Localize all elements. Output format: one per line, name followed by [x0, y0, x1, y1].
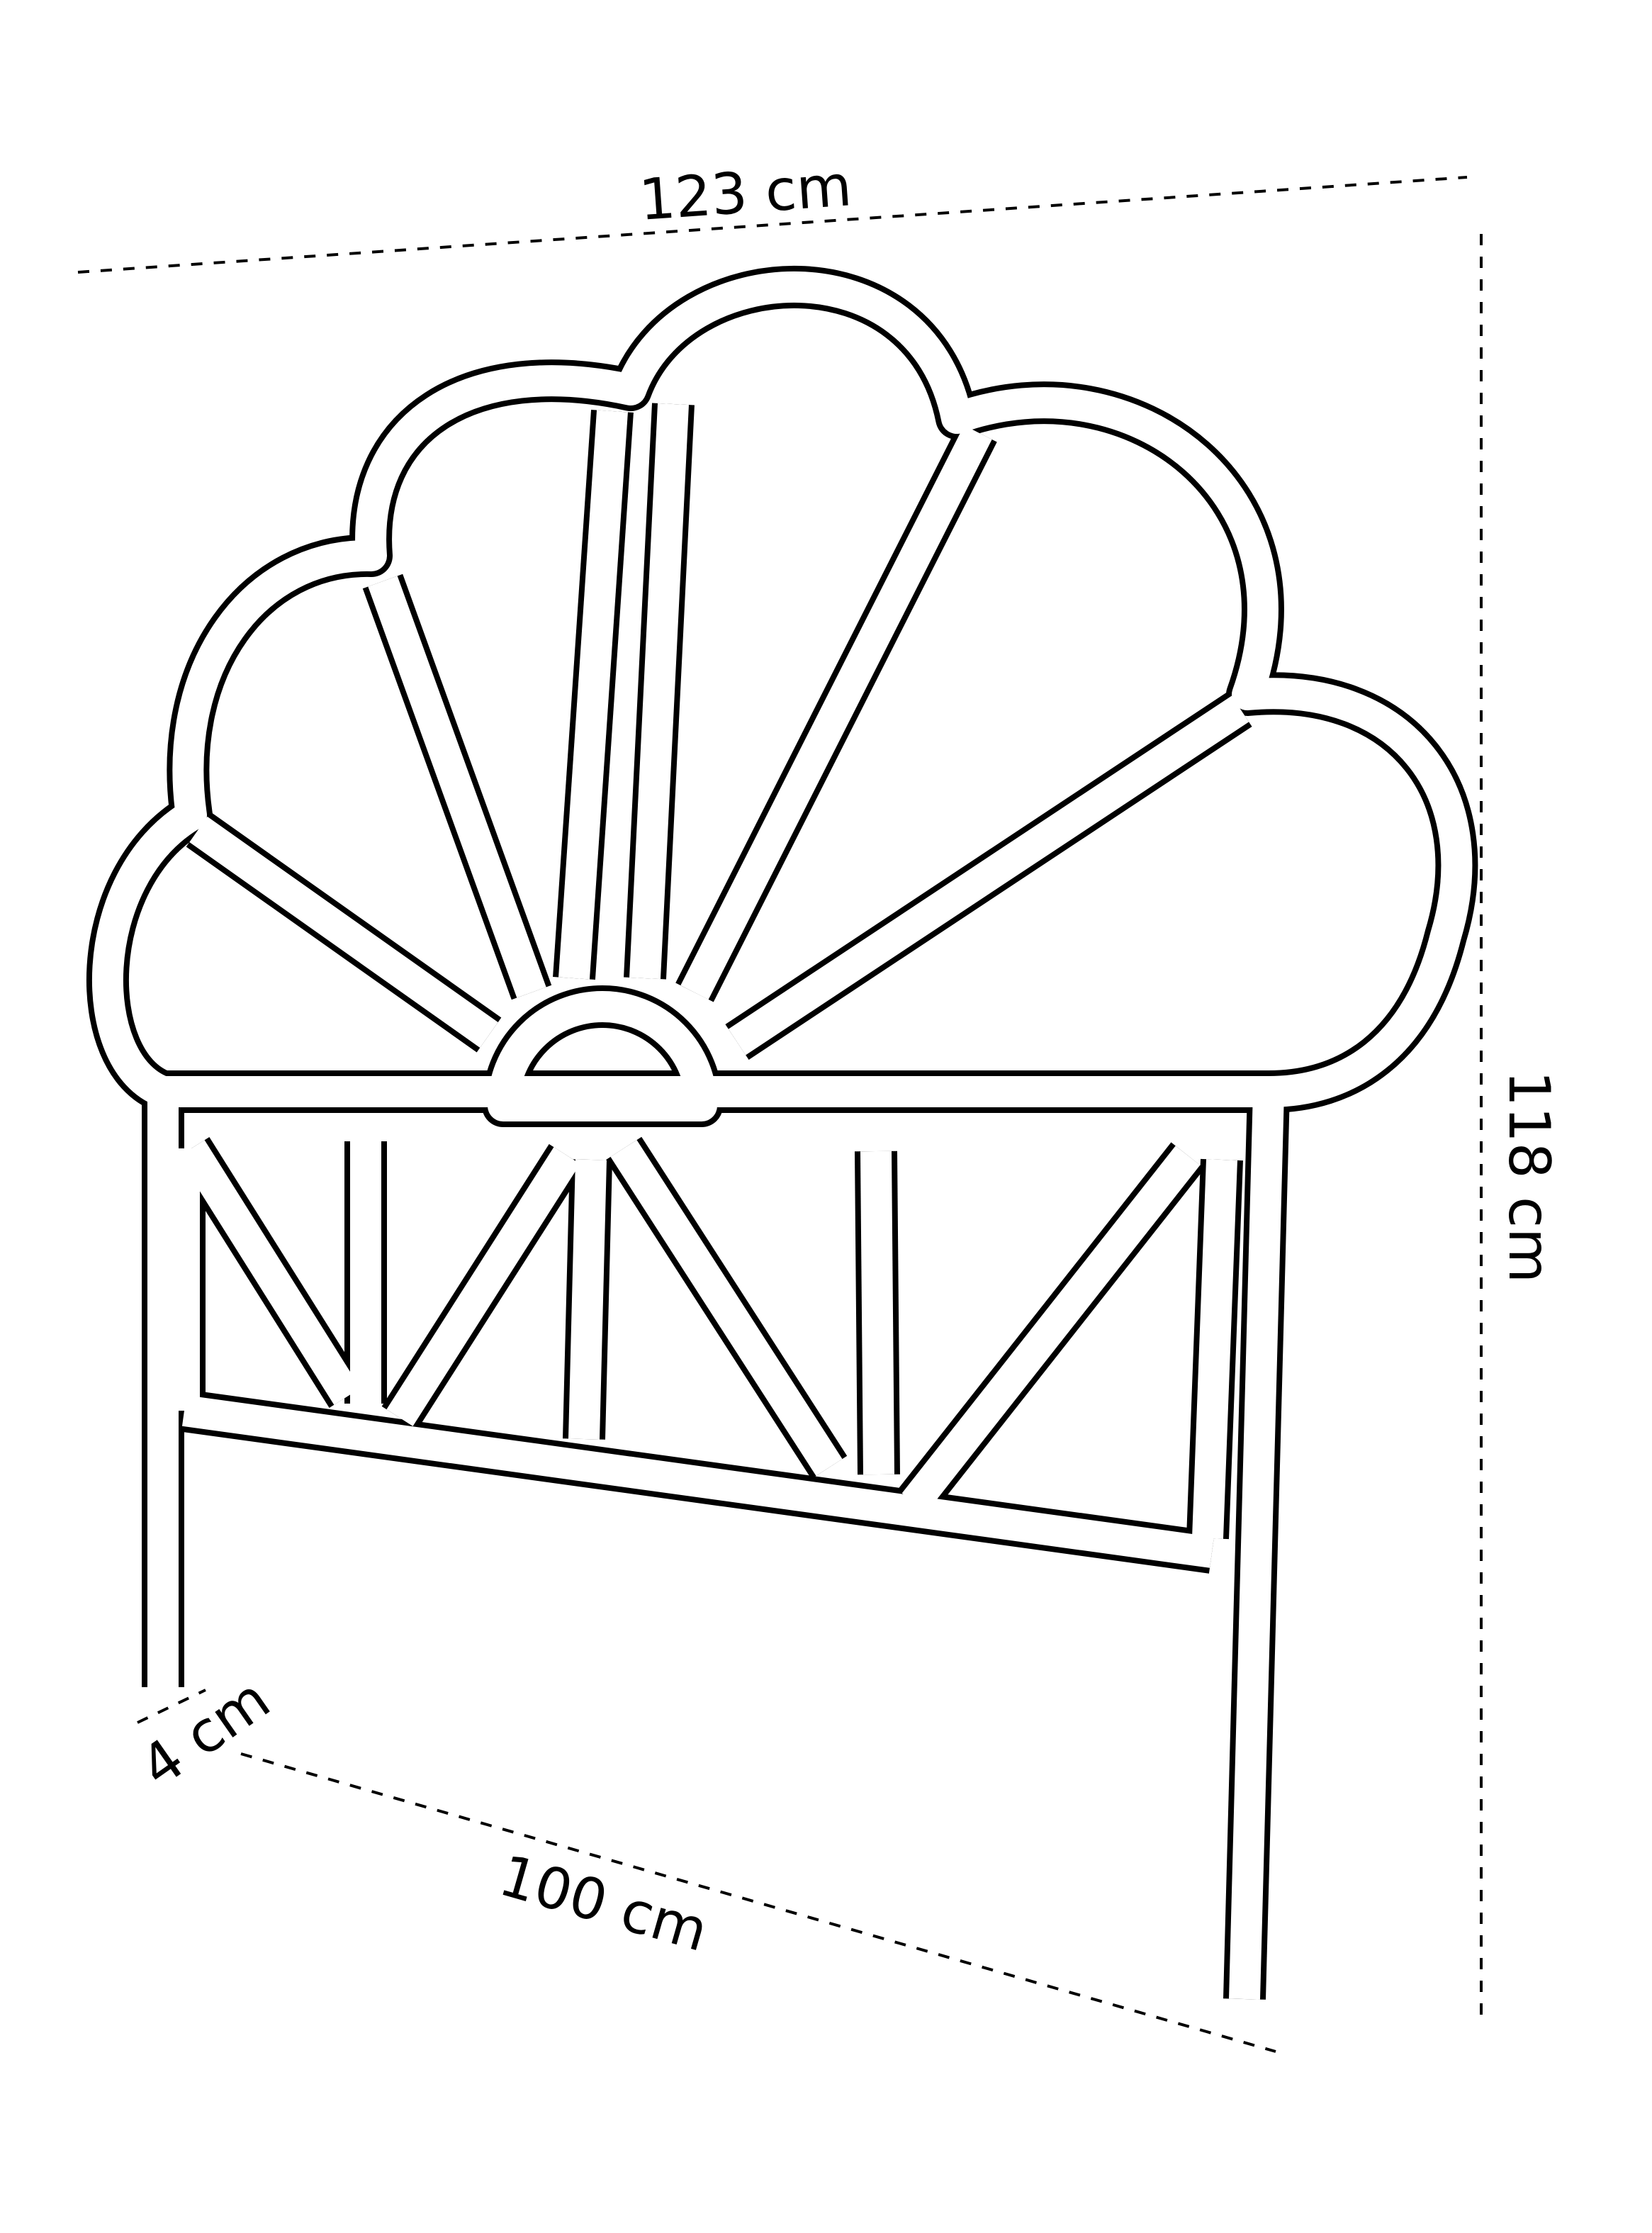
depth-label: 100 cm [493, 1842, 715, 1964]
width-dimension-line [77, 176, 1468, 274]
depth-dimension-line [240, 1752, 1276, 2053]
width-label: 123 cm [637, 152, 854, 233]
height-label: 118 cm [1496, 1070, 1562, 1283]
headboard-outline [108, 287, 1456, 1999]
